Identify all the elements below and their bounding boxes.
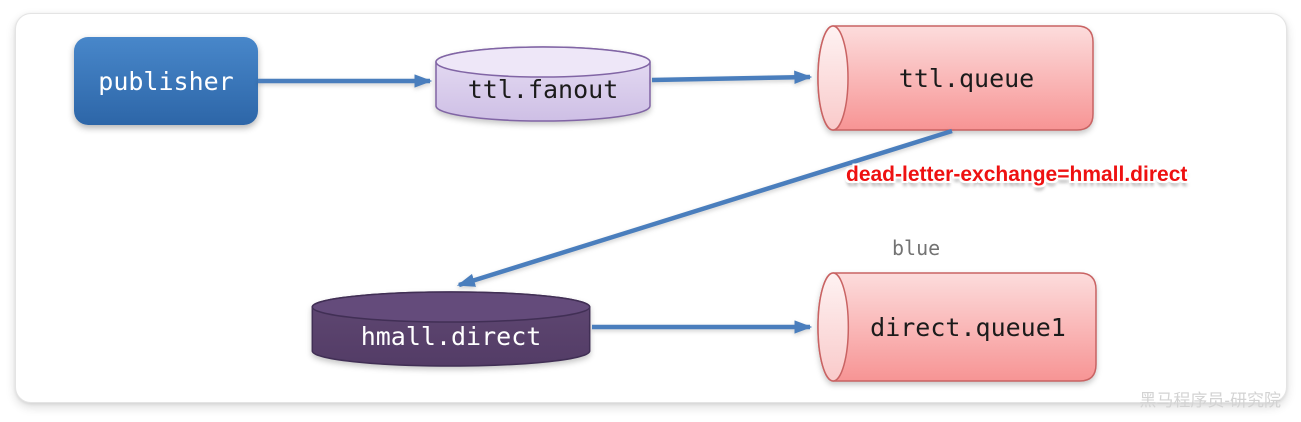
node-ttl-fanout: ttl.fanout	[435, 46, 651, 122]
queue-cylinder-icon	[817, 25, 1094, 131]
node-ttl-queue: ttl.queue	[817, 25, 1094, 131]
direct-exchange-cylinder-icon	[311, 291, 591, 367]
fanout-cylinder-icon	[435, 46, 651, 122]
node-hmall-direct: hmall.direct	[311, 291, 591, 367]
node-publisher: publisher	[74, 37, 258, 125]
node-direct-queue1-label: direct.queue1	[870, 312, 1066, 342]
node-direct-queue1: direct.queue1	[817, 272, 1097, 382]
queue-cylinder-icon	[817, 272, 1097, 382]
dead-letter-exchange-label: dead-letter-exchange=hmall.direct	[846, 163, 1188, 186]
node-hmall-direct-label: hmall.direct	[360, 321, 542, 351]
node-ttl-fanout-label: ttl.fanout	[467, 74, 619, 104]
node-ttl-queue-label: ttl.queue	[898, 63, 1035, 93]
node-publisher-label: publisher	[98, 66, 234, 96]
routing-key-label: blue	[892, 236, 941, 260]
watermark-text: 黑马程序员-研究院	[1139, 391, 1281, 410]
